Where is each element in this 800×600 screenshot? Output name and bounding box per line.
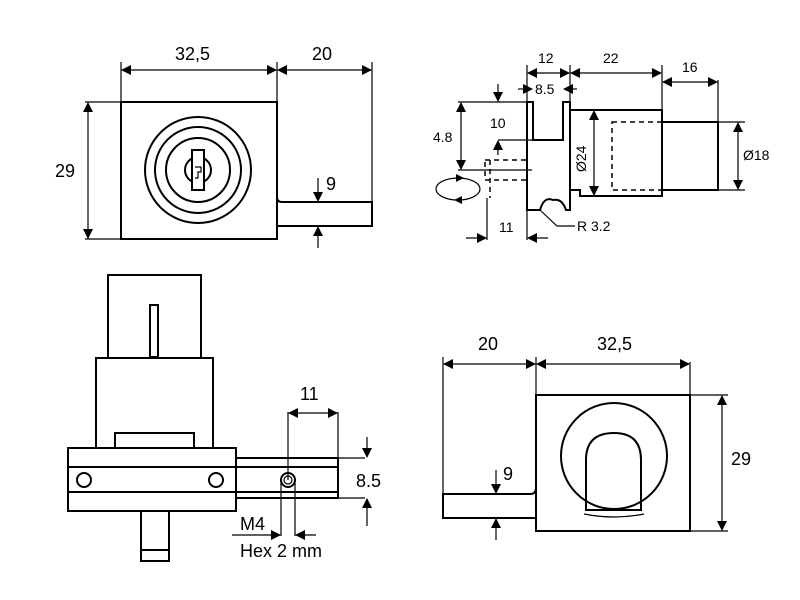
side-tail-diameter-label: Ø18 — [743, 147, 770, 163]
side-offset-label: 4.8 — [433, 129, 453, 145]
shaft — [140, 510, 170, 562]
key-cylinder — [144, 116, 252, 224]
front-view: 32,5 20 29 9 — [55, 44, 373, 248]
rear-width-label: 32,5 — [597, 334, 632, 354]
front-bolt-thickness-label: 9 — [326, 174, 336, 194]
side-view: 12 22 16 8.5 4.8 10 Ø24 Ø18 11 R 3.2 — [433, 50, 770, 243]
top-screw-label: M4 — [240, 514, 265, 534]
tail-cylinder — [661, 121, 719, 191]
rear-height-label: 29 — [731, 449, 751, 469]
screw-hole-left — [76, 472, 92, 488]
side-flange-width-label: 12 — [538, 50, 554, 66]
front-bolt-extension-label: 20 — [312, 44, 332, 64]
front-height-label: 29 — [55, 161, 75, 181]
keyhole-icon — [191, 149, 205, 191]
rear-body-square — [535, 394, 691, 532]
side-slot-width-label: 8.5 — [535, 81, 555, 97]
bolt — [276, 196, 373, 227]
cam-opening — [585, 431, 642, 511]
rotation-arrows-icon — [435, 174, 481, 204]
lock-body-square — [120, 101, 278, 240]
rear-bolt — [442, 487, 537, 519]
mounting-plate — [67, 447, 237, 512]
tail-block — [107, 274, 202, 359]
side-bottom-offset-label: 11 — [499, 219, 514, 235]
rear-view: 20 32,5 29 9 — [442, 334, 751, 540]
side-tail-length-label: 16 — [682, 59, 698, 75]
body-block — [95, 357, 214, 449]
top-hole-spacing-label: 11 — [300, 384, 319, 404]
side-slot-depth-label: 10 — [490, 115, 506, 131]
rear-bolt-thickness-label: 9 — [503, 464, 513, 484]
top-view: 11 8.5 M4 Hex 2 mm — [67, 274, 381, 562]
top-hex-label: Hex 2 mm — [240, 541, 322, 561]
bolt-top — [236, 457, 339, 499]
side-radius-label: R 3.2 — [577, 218, 611, 234]
rear-bolt-extension-label: 20 — [478, 334, 498, 354]
slot — [149, 304, 159, 358]
side-body-diameter-label: Ø24 — [573, 145, 589, 172]
front-width-label: 32,5 — [175, 44, 210, 64]
screw-hole-right — [208, 472, 224, 488]
side-body-length-label: 22 — [603, 50, 619, 66]
top-bolt-height-label: 8.5 — [356, 471, 381, 491]
